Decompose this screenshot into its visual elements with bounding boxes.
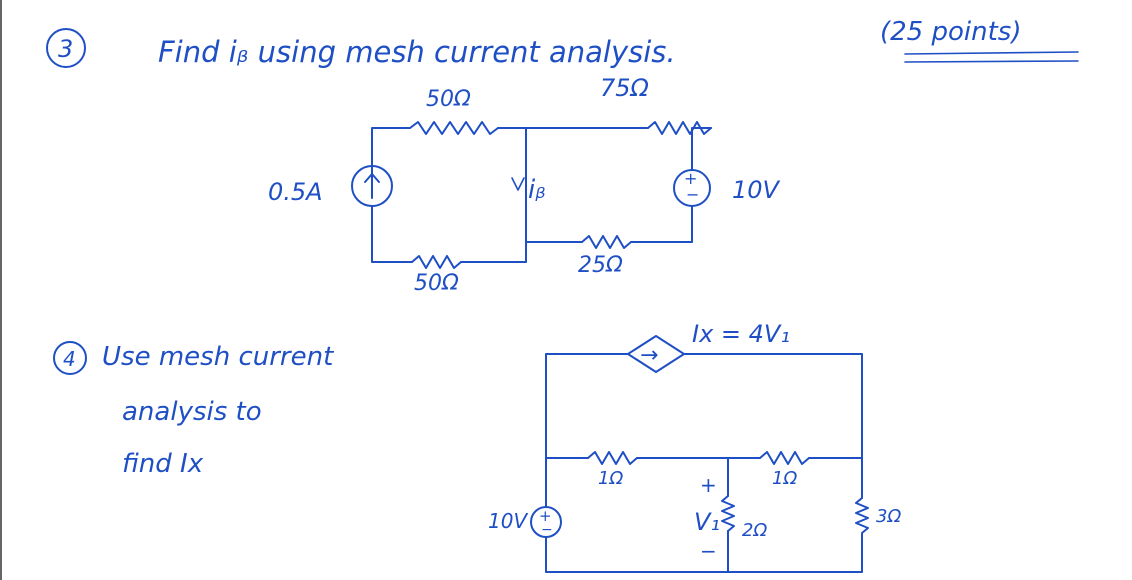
problem-3-number-circle [46,28,86,68]
current-source-label: 0.5A [268,178,323,206]
problem-3-prompt: Find iᵦ using mesh current analysis. [158,35,676,69]
wire-top [371,127,411,179]
resistor-1-ohm-right [759,451,810,465]
wire-bottom-mid [460,241,583,263]
voltage-source-4-minus: − [541,522,553,538]
problem-4-number: 4 [63,347,76,371]
wire-bottom-4 [545,533,863,573]
label-r-mid: 2Ω [742,520,767,541]
resistor-2-ohm [721,495,735,532]
voltage-source-4-plus: + [539,507,552,525]
branch-current-label: iᵦ [528,175,546,205]
problem-4-number-circle [53,341,87,375]
resistor-bottom-left [411,255,462,269]
v1-label: V₁ [694,508,720,536]
wire-top-left-4 [545,353,629,459]
v1-minus: − [700,539,717,563]
wire-top-right-4 [683,353,863,499]
points-underline-2 [904,60,1079,63]
label-r-bottom-right: 25Ω [578,253,623,278]
resistor-1-ohm-left [587,451,638,465]
circuit-4: → Ix = 4V₁ + − 10V + V₁ − 1Ω 1Ω 2Ω 3Ω [488,320,901,573]
label-r-right: 3Ω [876,506,901,527]
label-r1-right: 1Ω [772,468,797,489]
wire-bottom-left [371,205,413,263]
problem-4-line-2: analysis to [122,397,262,427]
voltage-source-plus: + [684,169,697,188]
resistor-3-ohm [855,497,869,534]
circuit-3: iᵦ 0.5A + − 10V 50Ω 75Ω 50Ω 25Ω [268,74,781,296]
resistor-top-left [409,121,499,135]
voltage-source-label: 10V [732,176,781,204]
problem-4-line-3: find Ix [122,449,204,479]
dependent-source-arrow: → [640,343,658,368]
label-r1-left: 1Ω [598,468,623,489]
label-r-top-left: 50Ω [426,87,471,112]
problem-3-number: 3 [58,35,73,63]
voltage-source-4-label: 10V [488,509,528,533]
problem-4-line-1: Use mesh current [102,342,334,372]
resistor-bottom-right [581,235,632,249]
v1-plus: + [700,473,717,497]
voltage-source-minus: − [686,185,699,204]
dependent-source-label: Ix = 4V₁ [692,320,790,348]
voltage-source-3 [673,169,711,207]
label-r-bottom-left: 50Ω [414,271,459,296]
branch-current-arrow [511,177,525,191]
points-underline-1 [904,51,1079,55]
label-r-top-right: 75Ω [600,74,650,102]
points-label: (25 points) [880,17,1022,47]
wire-bottom-right [630,205,693,243]
current-source-arrowhead [364,173,380,183]
wire-top-right [691,127,712,171]
